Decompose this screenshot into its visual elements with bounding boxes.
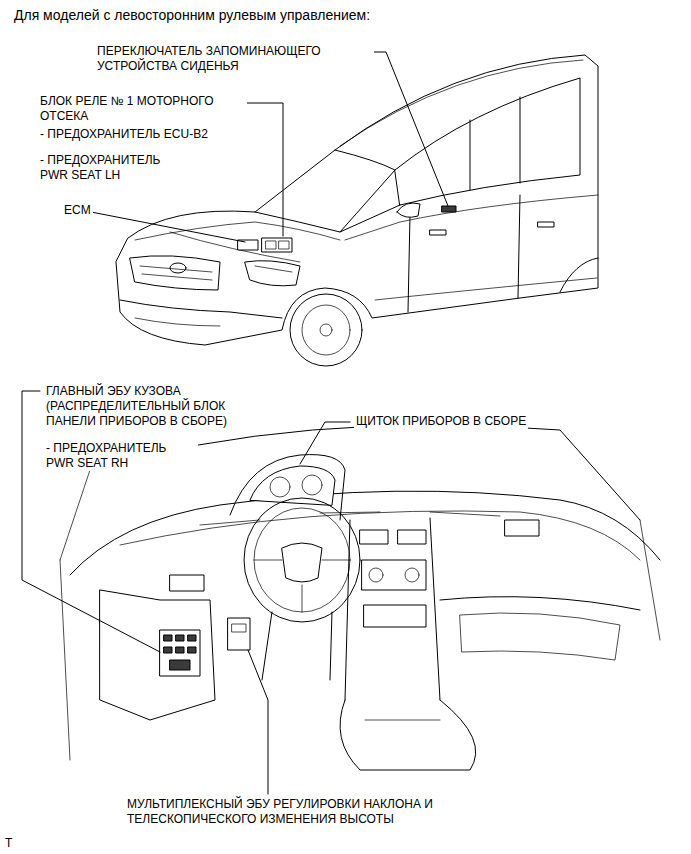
drawing-stroke <box>244 498 360 622</box>
drawing-stroke <box>340 205 400 232</box>
drawing-stroke <box>408 215 410 312</box>
part-label: ECM <box>62 203 93 218</box>
drawing-stroke <box>254 560 350 612</box>
drawing-stroke <box>369 568 383 582</box>
part-label: ЩИТОК ПРИБОРОВ В СБОРЕ <box>354 414 528 429</box>
drawing-stroke <box>170 660 190 670</box>
drawing-stroke <box>345 518 440 700</box>
drawing-stroke <box>405 568 419 582</box>
part-label: - ПРЕДОХРАНИТЕЛЬ PWR SEAT LH <box>38 153 192 183</box>
drawing-stroke <box>398 530 426 544</box>
drawing-stroke <box>270 477 290 497</box>
drawing-stroke <box>245 261 300 286</box>
drawing-stroke <box>60 470 90 560</box>
drawing-stroke <box>302 475 322 495</box>
drawing-stroke <box>430 230 446 235</box>
drawing-stroke <box>176 635 184 641</box>
drawing-stroke <box>176 647 184 653</box>
drawing-stroke <box>362 560 426 590</box>
drawing-stroke <box>470 120 471 190</box>
drawing-stroke <box>395 78 580 205</box>
part-label: МУЛЬТИПЛЕКСНЫЙ ЭБУ РЕГУЛИРОВКИ НАКЛОНА И… <box>125 797 474 827</box>
drawing-stroke <box>120 511 640 560</box>
drawing-stroke <box>70 491 660 575</box>
drawing-stroke <box>170 263 186 273</box>
drawing-stroke <box>290 294 362 366</box>
drawing-stroke <box>360 530 388 544</box>
part-label: - ПРЕДОХРАНИТЕЛЬ PWR SEAT RH <box>44 441 198 471</box>
drawing-stroke <box>266 241 276 249</box>
part-label: T <box>3 836 14 851</box>
drawing-stroke <box>120 300 282 318</box>
drawing-stroke <box>340 700 476 770</box>
drawing-stroke <box>364 605 426 627</box>
drawing-stroke <box>340 60 583 146</box>
drawing-stroke <box>60 560 70 760</box>
dashboard-drawing <box>60 425 660 770</box>
drawing-stroke <box>254 508 350 612</box>
drawing-stroke <box>90 425 640 520</box>
drawing-stroke <box>460 613 620 660</box>
drawing-stroke <box>282 543 322 582</box>
diagram-title: Для моделей с левосторонним рулевым упра… <box>14 7 370 24</box>
drawing-stroke <box>640 520 660 640</box>
part-label: ГЛАВНЫЙ ЭБУ КУЗОВА (РАСПРЕДЕЛИТЕЛЬНЫЙ БЛ… <box>44 384 280 429</box>
drawing-stroke <box>375 278 597 300</box>
leader-line <box>86 211 245 242</box>
drawing-stroke <box>520 97 521 183</box>
drawing-stroke <box>188 635 196 641</box>
leader-line <box>355 52 448 206</box>
drawing-stroke <box>262 238 292 252</box>
drawing-stroke <box>160 630 200 676</box>
drawing-stroke <box>440 597 640 610</box>
drawing-stroke <box>345 195 598 240</box>
part-label: - ПРЕДОХРАНИТЕЛЬ ECU-B2 <box>38 127 274 142</box>
leader-line <box>248 650 268 794</box>
drawing-stroke <box>262 612 332 680</box>
drawing-stroke <box>365 720 440 721</box>
drawing-stroke <box>442 206 456 212</box>
drawing-stroke <box>135 318 220 326</box>
drawing-stroke <box>255 266 292 272</box>
drawing-stroke <box>164 635 172 641</box>
drawing-stroke <box>279 241 289 249</box>
drawing-stroke <box>232 624 246 632</box>
drawing-stroke <box>135 222 340 240</box>
drawing-stroke <box>320 324 332 336</box>
drawing-stroke <box>560 258 598 292</box>
drawing-stroke <box>255 150 395 232</box>
drawing-stroke <box>302 305 350 355</box>
drawing-stroke <box>130 256 220 290</box>
drawing-stroke <box>228 618 250 650</box>
part-label: ПЕРЕКЛЮЧАТЕЛЬ ЗАПОМИНАЮЩЕГО УСТРОЙСТВА С… <box>95 44 374 74</box>
drawing-stroke <box>397 203 420 217</box>
drawing-stroke <box>505 520 539 536</box>
drawing-stroke <box>188 647 196 653</box>
drawing-stroke <box>164 647 172 653</box>
leader-line <box>22 391 160 652</box>
drawing-stroke <box>100 590 215 720</box>
drawing-stroke <box>518 195 520 298</box>
part-label: БЛОК РЕЛЕ № 1 МОТОРНОГО ОТСЕКА <box>38 94 247 124</box>
drawing-stroke <box>170 575 204 591</box>
leader-line <box>300 422 350 464</box>
drawing-stroke <box>538 222 554 227</box>
